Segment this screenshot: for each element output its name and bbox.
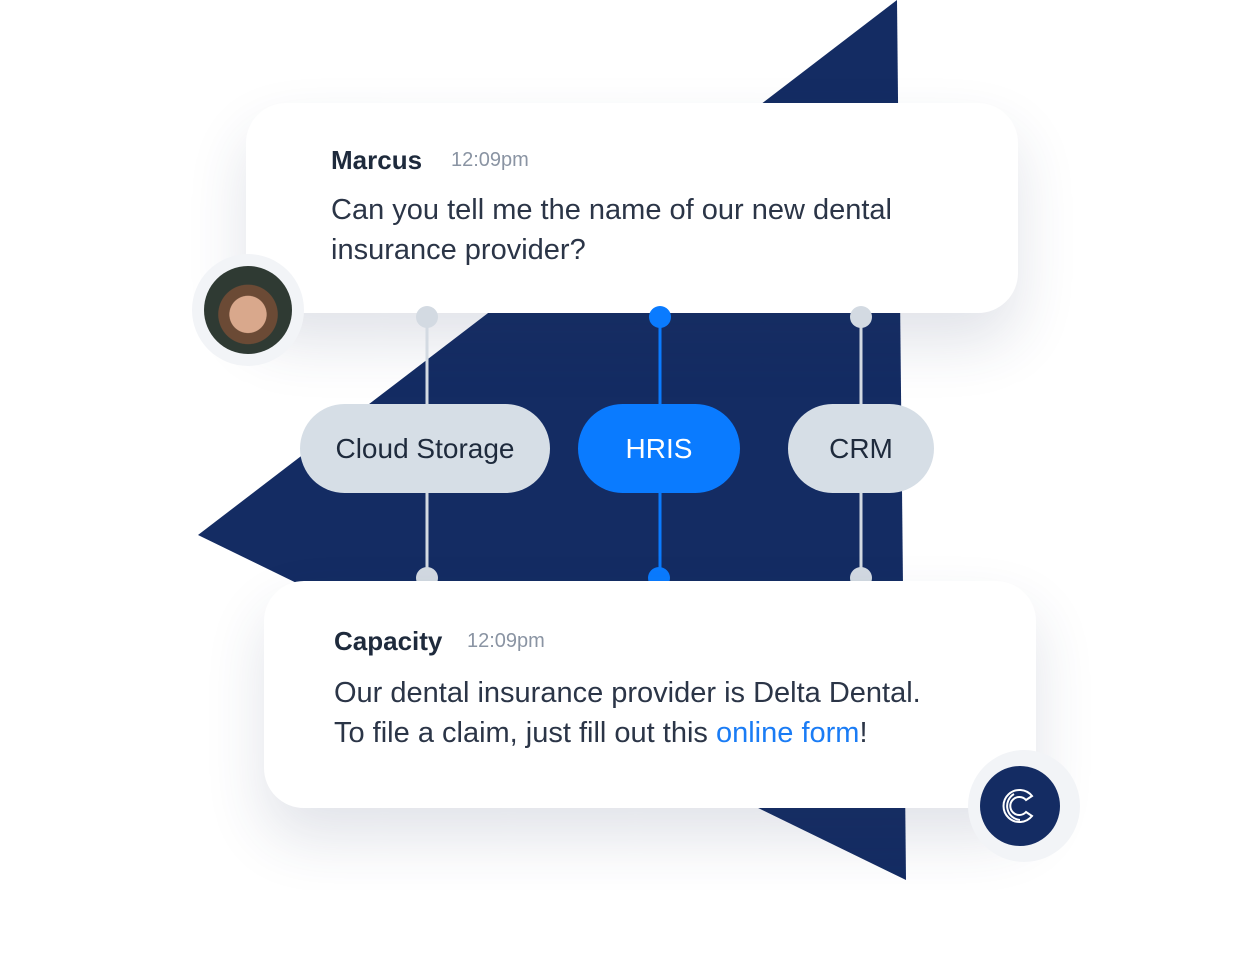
message-time: 12:09pm	[467, 630, 545, 652]
message-text-part: To file a claim, just fill out this	[334, 717, 716, 749]
message-line-1: Our dental insurance provider is Delta D…	[334, 677, 921, 709]
sender-name: Marcus	[331, 145, 423, 175]
connector-dot	[649, 306, 671, 328]
online-form-link[interactable]: online form	[715, 717, 860, 749]
message-line-2: To file a claim, just fill out this onli…	[334, 713, 1014, 753]
source-hris[interactable]: HRIS	[578, 404, 740, 493]
message-time: 12:09pm	[451, 149, 529, 171]
bot-message-card: Capacity 12:09pm Our dental insurance pr…	[264, 581, 1036, 808]
message-text-part: !	[859, 717, 868, 749]
capacity-logo-icon	[980, 766, 1060, 846]
message-text: Our dental insurance provider is Delta D…	[334, 673, 1014, 753]
user-message-card: Marcus 12:09pm Can you tell me the name …	[246, 103, 1018, 313]
connector-dot	[850, 306, 872, 328]
user-avatar	[204, 266, 292, 354]
message-text: Can you tell me the name of our new dent…	[331, 194, 892, 266]
source-cloud-storage[interactable]: Cloud Storage	[300, 404, 550, 493]
connector-dot	[416, 306, 438, 328]
source-crm[interactable]: CRM	[788, 404, 934, 493]
sender-name: Capacity	[334, 626, 443, 656]
